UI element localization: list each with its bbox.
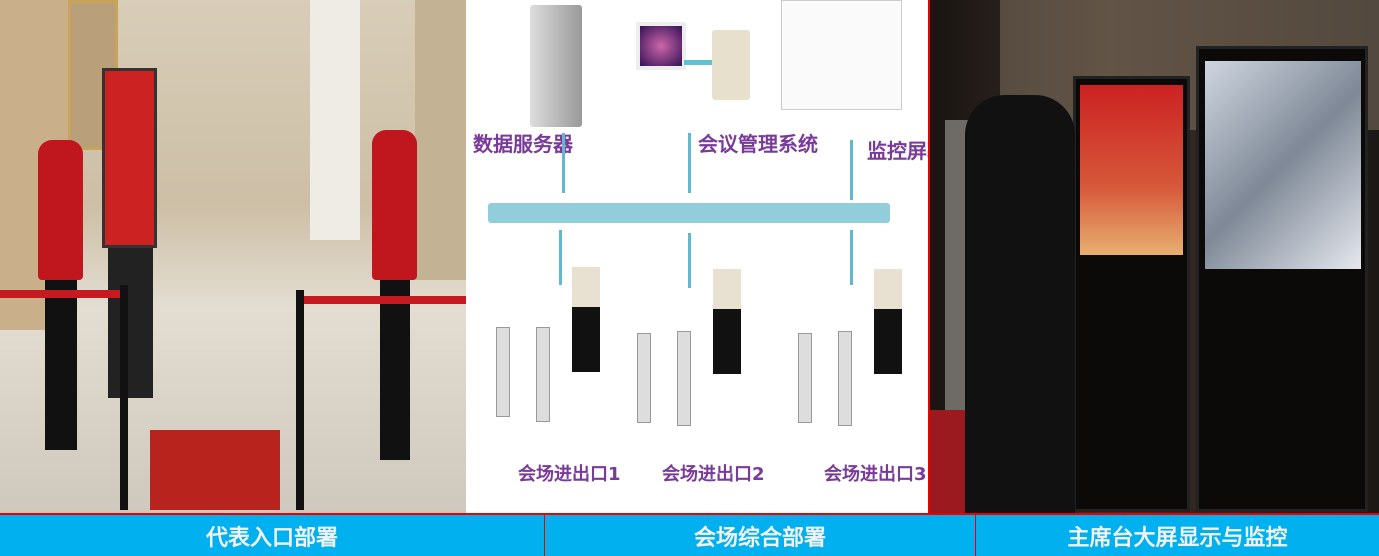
kiosk-icon — [572, 267, 600, 372]
connector — [559, 230, 562, 285]
connector — [562, 133, 565, 193]
gate-icon — [838, 331, 852, 426]
connector — [850, 230, 853, 285]
display-stand-right — [1196, 46, 1368, 512]
gate-icon — [637, 333, 651, 423]
connector — [688, 133, 691, 193]
exit-label-3: 会场进出口3 — [824, 464, 927, 485]
gate-icon — [677, 331, 691, 426]
wall-right — [415, 0, 466, 280]
exit-1-equipment — [496, 265, 636, 435]
conference-screen — [1080, 85, 1183, 255]
podium-photo — [930, 0, 1379, 513]
section-venue: 会场综合部署 — [545, 515, 976, 556]
card-reader-icon — [712, 30, 750, 100]
kiosk-stand — [108, 248, 153, 398]
connector — [688, 233, 691, 288]
gate-icon — [798, 333, 812, 423]
link-line — [684, 60, 714, 65]
hostess-right — [372, 130, 417, 280]
hostess-left-legs — [45, 280, 77, 450]
hostess-right-legs — [380, 280, 410, 460]
display-stand-left — [1073, 76, 1190, 512]
monitor-screenshot — [781, 0, 902, 110]
pillar — [310, 0, 360, 240]
diagram-panel: 数据服务器 会议管理系统 监控屏幕 会场进出口1 会场进出口2 会场进出口3 — [466, 0, 930, 513]
hostess-left — [38, 140, 83, 280]
section-footer: 代表入口部署 会场综合部署 主席台大屏显示与监控 — [0, 513, 1379, 556]
computer-icon — [636, 22, 686, 70]
exit-label-1: 会场进出口1 — [518, 464, 621, 485]
exit-3-equipment — [798, 265, 928, 435]
surveillance-screen — [1205, 61, 1361, 269]
monitor-label: 监控屏幕 — [867, 139, 928, 163]
section-entrance: 代表入口部署 — [0, 515, 545, 556]
entrance-photo — [0, 0, 466, 513]
post — [296, 290, 304, 510]
exit-label-2: 会场进出口2 — [662, 464, 765, 485]
post — [120, 285, 128, 510]
server-icon — [530, 5, 582, 127]
management-label: 会议管理系统 — [698, 132, 818, 156]
exit-2-equipment — [637, 265, 777, 435]
rope-barrier — [0, 290, 120, 298]
gate-icon — [536, 327, 550, 422]
red-carpet — [150, 430, 280, 510]
rope-barrier — [300, 296, 466, 304]
kiosk-icon — [713, 269, 741, 374]
person-silhouette — [965, 95, 1075, 513]
kiosk-icon — [874, 269, 902, 374]
section-podium: 主席台大屏显示与监控 — [1067, 525, 1288, 551]
network-bus — [488, 203, 890, 223]
gate-icon — [496, 327, 510, 417]
server-label: 数据服务器 — [473, 132, 573, 156]
connector — [850, 140, 853, 200]
kiosk-screen — [102, 68, 157, 248]
